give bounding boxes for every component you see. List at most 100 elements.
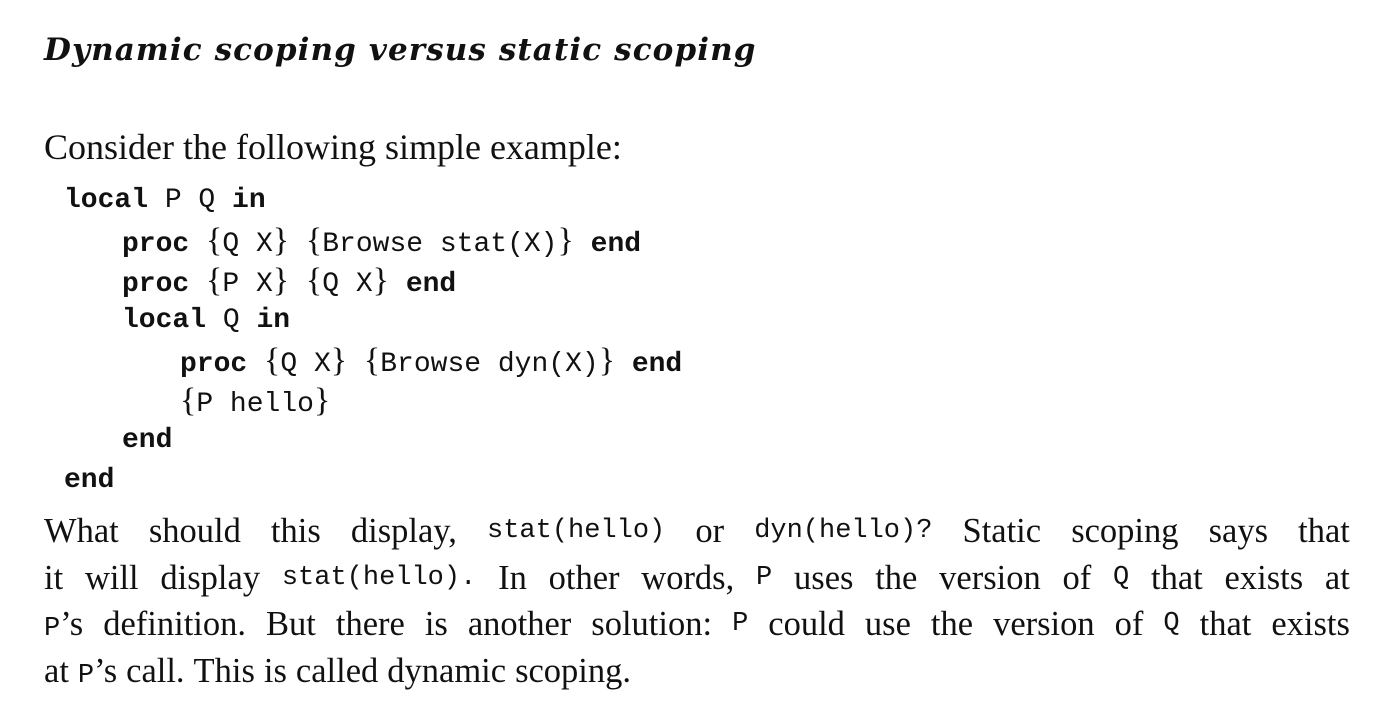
- code-brace: }: [313, 382, 331, 419]
- word: that: [1298, 512, 1350, 550]
- word: of: [1062, 558, 1092, 597]
- code-brace: }: [372, 262, 389, 299]
- word: use: [864, 605, 911, 643]
- word: at: [44, 651, 69, 690]
- inline-code: P: [732, 609, 749, 639]
- word: that: [1151, 558, 1203, 597]
- code-line-1: local P Q in: [64, 181, 682, 221]
- inline-code: Q: [1113, 562, 1130, 593]
- code-line-5: proc {Q X} {Browse dyn(X)} end: [64, 341, 682, 381]
- word: display: [160, 558, 261, 597]
- word: at: [1324, 558, 1350, 597]
- code-text: Q X: [280, 349, 331, 380]
- inline-code: P’s: [44, 605, 84, 644]
- word: dynamic: [387, 651, 507, 690]
- code-brace: {: [363, 342, 381, 379]
- code-keyword: in: [232, 185, 266, 216]
- word: scoping: [1071, 512, 1179, 550]
- word: says: [1208, 512, 1269, 550]
- word: is: [263, 651, 287, 690]
- paragraph-line-1: What should this display, stat(hello) or…: [44, 508, 1350, 555]
- code-keyword: in: [256, 305, 291, 336]
- word: should: [148, 512, 241, 550]
- code-keyword: local: [122, 305, 207, 336]
- paragraph-line-4: at P’s call. This is called dynamic scop…: [44, 648, 1350, 695]
- word: What: [44, 512, 119, 550]
- word: exists: [1224, 558, 1304, 597]
- code-text: Q: [206, 305, 257, 336]
- code-text: P hello: [196, 389, 314, 420]
- word: This: [193, 651, 255, 690]
- code-keyword: proc: [122, 229, 190, 260]
- code-line-6: {P hello}: [64, 381, 682, 421]
- inline-code: Q: [1163, 609, 1180, 639]
- word: version: [939, 558, 1041, 597]
- code-text: P Q: [148, 185, 233, 216]
- code-keyword: proc: [122, 269, 190, 300]
- code-keyword: end: [590, 229, 642, 260]
- paragraph-line-2: it will display stat(hello). In other wo…: [44, 555, 1350, 602]
- explanation-paragraph: What should this display, stat(hello) or…: [44, 508, 1350, 694]
- code-line-4: local Q in: [64, 301, 682, 341]
- code-brace: }: [272, 222, 290, 259]
- word: that: [1199, 605, 1252, 643]
- paragraph-line-3: P’s definition. But there is another sol…: [44, 601, 1350, 648]
- possessive-suffix: ’s: [94, 651, 118, 690]
- code-keyword: end: [631, 349, 683, 380]
- section-heading: Dynamic scoping versus static scoping: [44, 32, 757, 68]
- word: there: [335, 605, 405, 643]
- code-line-3: proc {P X} {Q X} end: [64, 261, 682, 301]
- word: Static: [962, 512, 1042, 550]
- code-text: P X: [222, 269, 273, 300]
- word: scoping.: [515, 651, 632, 690]
- inline-code: stat(hello): [487, 516, 666, 546]
- word: In: [498, 558, 527, 597]
- code-brace: }: [272, 262, 290, 299]
- word: exists: [1271, 605, 1350, 643]
- word: it: [44, 558, 64, 597]
- word: the: [930, 605, 974, 643]
- code-text: Q X: [322, 269, 373, 300]
- word: version: [993, 605, 1095, 643]
- code-brace: }: [598, 342, 616, 379]
- code-block: local P Q in proc {Q X} {Browse stat(X)}…: [64, 181, 682, 501]
- code-text: Browse dyn(X): [380, 349, 599, 380]
- code-brace: {: [206, 262, 223, 299]
- code-line-8: end: [64, 461, 682, 501]
- word: of: [1114, 605, 1144, 643]
- word: or: [695, 512, 725, 550]
- code-brace: }: [330, 342, 348, 379]
- code-text: Browse stat(X): [322, 229, 558, 260]
- word: is: [424, 605, 448, 643]
- word: words,: [641, 558, 735, 597]
- word: another: [467, 605, 572, 643]
- word: But: [266, 605, 316, 643]
- code-keyword: proc: [180, 349, 248, 380]
- code-keyword: end: [405, 269, 457, 300]
- code-brace: }: [557, 222, 574, 259]
- word: other: [548, 558, 620, 597]
- code-keyword: end: [122, 425, 173, 456]
- word: uses: [794, 558, 854, 597]
- inline-code: P: [756, 562, 773, 593]
- code-keyword: local: [64, 185, 149, 216]
- word: definition.: [103, 605, 246, 643]
- code-line-2: proc {Q X} {Browse stat(X)} end: [64, 221, 682, 261]
- word: display,: [350, 512, 457, 550]
- code-text: Q X: [222, 229, 273, 260]
- intro-text: Consider the following simple example:: [44, 127, 622, 167]
- code-line-7: end: [64, 421, 682, 461]
- word: will: [84, 558, 139, 597]
- inline-code: P’s: [77, 651, 118, 691]
- code-brace: {: [264, 342, 281, 379]
- word: call.: [126, 651, 185, 690]
- word: could: [768, 605, 845, 643]
- inline-code: dyn(hello)?: [754, 516, 933, 546]
- code-brace: {: [180, 382, 197, 419]
- word: this: [270, 512, 321, 550]
- code-brace: {: [305, 262, 323, 299]
- inline-code: stat(hello).: [281, 562, 477, 593]
- code-brace: {: [206, 222, 223, 259]
- possessive-suffix: ’s: [60, 605, 84, 643]
- code-keyword: end: [64, 465, 115, 496]
